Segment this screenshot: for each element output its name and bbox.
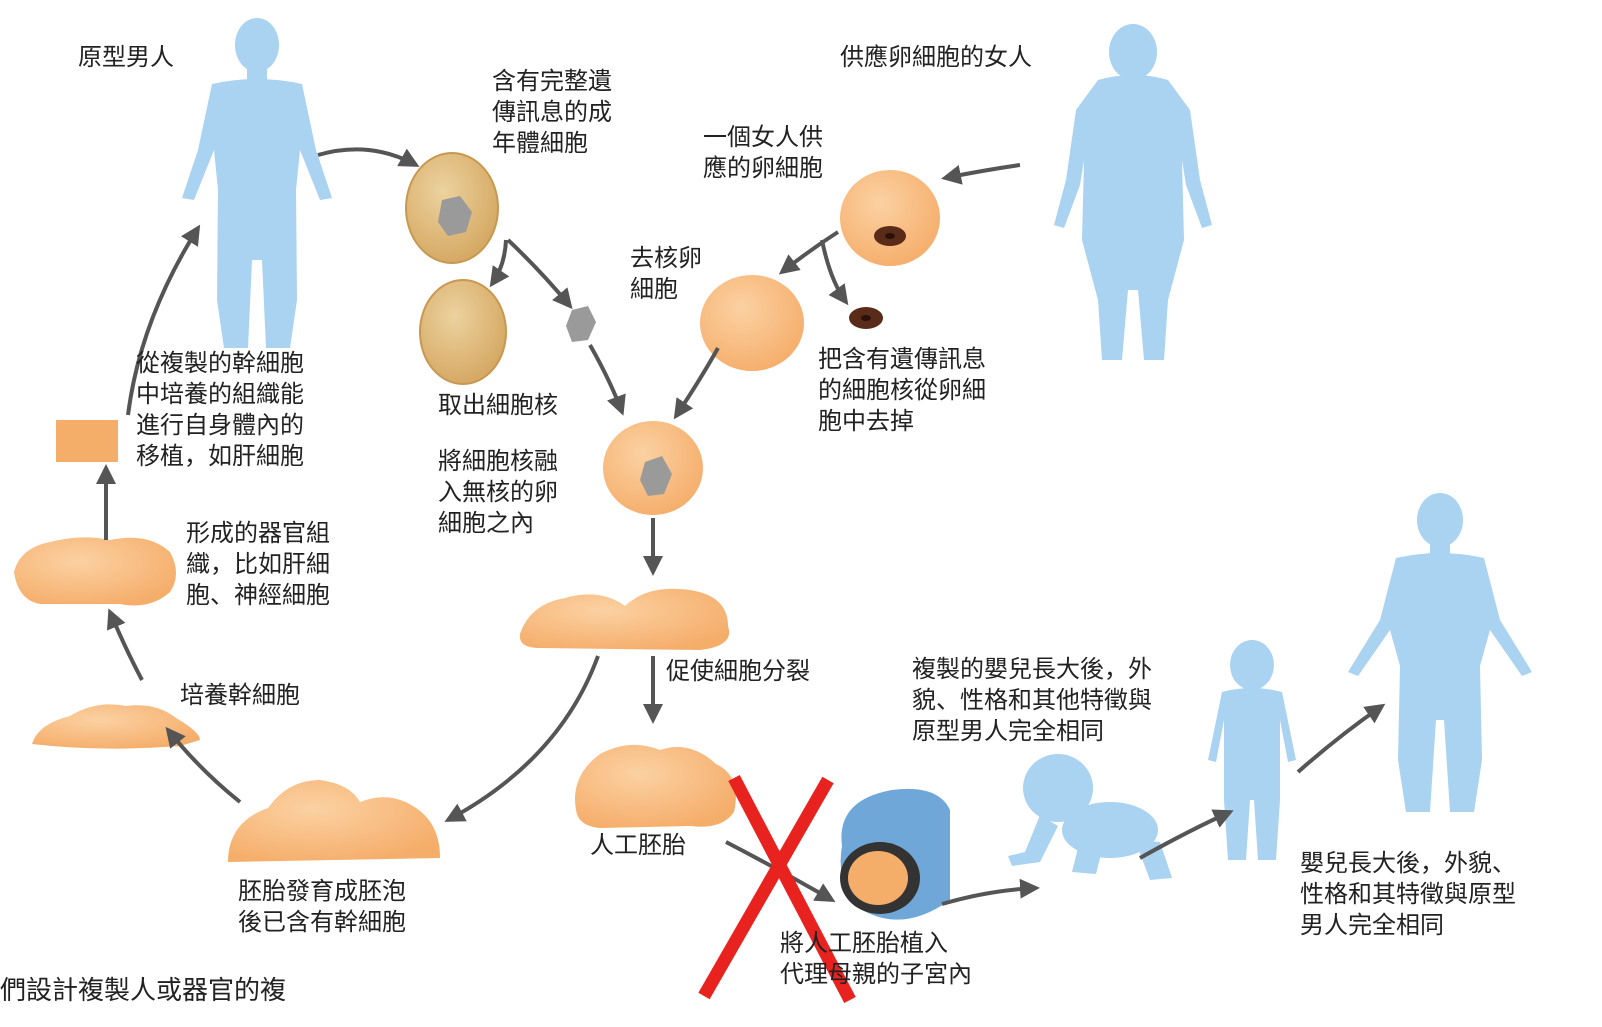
enucleated-egg-cell xyxy=(700,275,804,371)
prototype-man-figure xyxy=(182,18,332,348)
egg-nucleus-removed xyxy=(849,307,883,329)
artificial-embryo-cluster xyxy=(575,744,736,828)
cloned-baby-figure xyxy=(1008,754,1172,880)
label-fuse-nucleus: 將細胞核融 入無核的卵 細胞之內 xyxy=(438,447,558,537)
stem-cell-culture xyxy=(32,704,200,749)
blastocyst-cluster xyxy=(228,780,440,862)
dividing-cell-cluster xyxy=(519,588,730,650)
label-culture-stem-cells: 培養幹細胞 xyxy=(180,681,300,709)
label-cloned-baby-grows: 複製的嬰兒長大後，外 貌、性格和其他特徵與 原型男人完全相同 xyxy=(912,655,1152,745)
adult-body-cell xyxy=(405,152,499,264)
label-egg-donor-woman: 供應卵細胞的女人 xyxy=(840,43,1032,71)
transplant-tissue-block xyxy=(56,420,118,462)
adult-cell-without-nucleus xyxy=(419,279,507,385)
surrogate-womb xyxy=(840,788,950,920)
extracted-nucleus xyxy=(566,306,596,342)
donor-egg-cell xyxy=(840,170,940,266)
label-implant-embryo: 將人工胚胎植入 代理母親的子宮內 xyxy=(780,929,972,988)
label-divide-cells: 促使細胞分裂 xyxy=(666,657,810,685)
fused-egg-cell xyxy=(603,421,703,515)
egg-donor-woman-figure xyxy=(1054,24,1212,360)
label-transplant-tissue: 從複製的幹細胞 中培養的組織能 進行自身體內的 移植，如肝細胞 xyxy=(136,349,304,470)
label-remove-nucleus: 把含有遺傳訊息 的細胞核從卵細 胞中去掉 xyxy=(818,345,986,435)
cloned-adult-figure xyxy=(1348,493,1532,812)
label-prototype-man: 原型男人 xyxy=(78,43,174,71)
label-blastocyst: 胚胎發育成胚泡 後已含有幹細胞 xyxy=(238,877,406,936)
organ-tissue-cluster xyxy=(14,537,176,606)
prohibited-cross xyxy=(698,774,856,1004)
label-artificial-embryo: 人工胚胎 xyxy=(590,831,686,859)
label-enucleated-egg: 去核卵 細胞 xyxy=(630,244,702,303)
label-extract-nucleus: 取出細胞核 xyxy=(438,391,558,419)
label-baby-grows: 嬰兒長大後，外貌、 性格和其特徵與原型 男人完全相同 xyxy=(1300,849,1516,939)
label-egg-from-woman: 一個女人供 應的卵細胞 xyxy=(703,123,823,182)
cut-off-caption: 們設計複製人或器官的複 xyxy=(0,976,287,1006)
label-organ-tissue: 形成的器官組 織，比如肝細 胞、神經細胞 xyxy=(186,519,330,609)
cloned-child-figure xyxy=(1208,640,1296,860)
label-adult-cell: 含有完整遺 傳訊息的成 年體細胞 xyxy=(492,67,612,157)
